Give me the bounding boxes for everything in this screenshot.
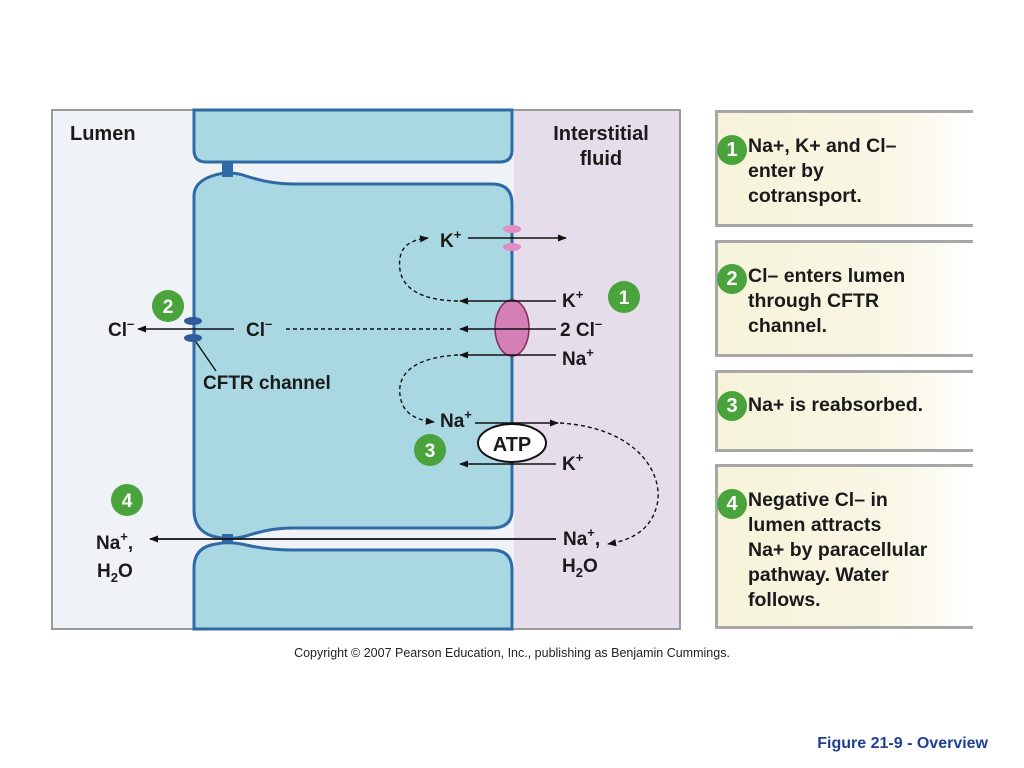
interstitial-region: [514, 110, 680, 629]
h2o-interstitial-label: H2O: [562, 556, 598, 580]
k-recycle-dashed-arrow: [398, 235, 459, 302]
step-panel-1: 1 Na+, K+ and Cl– enter by cotransport.: [715, 110, 973, 227]
step-panel-4: 4 Negative Cl– in lumen attracts Na+ by …: [715, 464, 973, 629]
step-text-1: Na+, K+ and Cl– enter by cotransport.: [748, 135, 897, 207]
h2o-lumen-label: H2O: [97, 561, 133, 585]
bottom-cell: [192, 541, 514, 631]
atp-pump: [477, 423, 547, 463]
step-panel-2: 2 Cl– enters lumen through CFTR channel.: [715, 240, 973, 357]
cotransporter: [494, 299, 530, 357]
k-channel-upper: [503, 225, 521, 233]
na-interstitial-label: Na+,: [563, 525, 600, 550]
cftr-channel-upper: [184, 317, 202, 325]
marker-2: 2: [152, 290, 184, 322]
tight-junction-top: [222, 161, 233, 177]
top-cell: [192, 108, 514, 164]
cl-cell-label: Cl–: [246, 316, 272, 341]
na-to-pump-dashed-arrow: [399, 354, 459, 425]
marker-3: 3: [414, 434, 446, 466]
marker-1: 1: [608, 281, 640, 313]
interstitial-label-line2: fluid: [580, 148, 622, 170]
svg-text:3: 3: [425, 441, 436, 462]
na-pump-label: Na+: [440, 407, 472, 432]
cftr-channel-label: CFTR channel: [203, 373, 331, 394]
copyright-text: Copyright © 2007 Pearson Education, Inc.…: [294, 646, 730, 660]
step-badge-4: 4: [717, 489, 747, 519]
na-interstitial-dashed-arrow: [559, 422, 659, 547]
atp-label: ATP: [493, 434, 532, 456]
step-text-4: Negative Cl– in lumen attracts Na+ by pa…: [748, 489, 928, 611]
step-badge-1: 1: [717, 135, 747, 165]
step-badge-3: 3: [717, 391, 747, 421]
svg-text:2: 2: [163, 297, 174, 318]
na-lumen-label: Na+,: [96, 529, 133, 554]
step-text-3: Na+ is reabsorbed.: [748, 394, 924, 416]
svg-text:4: 4: [122, 491, 133, 512]
figure-caption: Figure 21-9 - Overview: [817, 735, 988, 752]
cftr-channel-lower: [184, 334, 202, 342]
marker-4: 4: [111, 484, 143, 516]
cl-lumen-label: Cl–: [108, 316, 134, 341]
lumen-label: Lumen: [70, 123, 136, 145]
k-cotransport-label: K+: [562, 287, 584, 312]
step-badge-2: 2: [717, 264, 747, 294]
interstitial-label-line1: Interstitial: [553, 123, 649, 145]
k-channel-lower: [503, 243, 521, 251]
step-panel-3: 3 Na+ is reabsorbed.: [715, 370, 973, 452]
cl-cotransport-label: 2 Cl–: [560, 316, 602, 341]
k-label-top: K+: [440, 227, 462, 252]
step-text-2: Cl– enters lumen through CFTR channel.: [748, 265, 906, 337]
svg-text:1: 1: [619, 288, 630, 309]
na-cotransport-label: Na+: [562, 345, 594, 370]
cftr-pointer: [195, 341, 217, 372]
k-pump-label: K+: [562, 450, 584, 475]
